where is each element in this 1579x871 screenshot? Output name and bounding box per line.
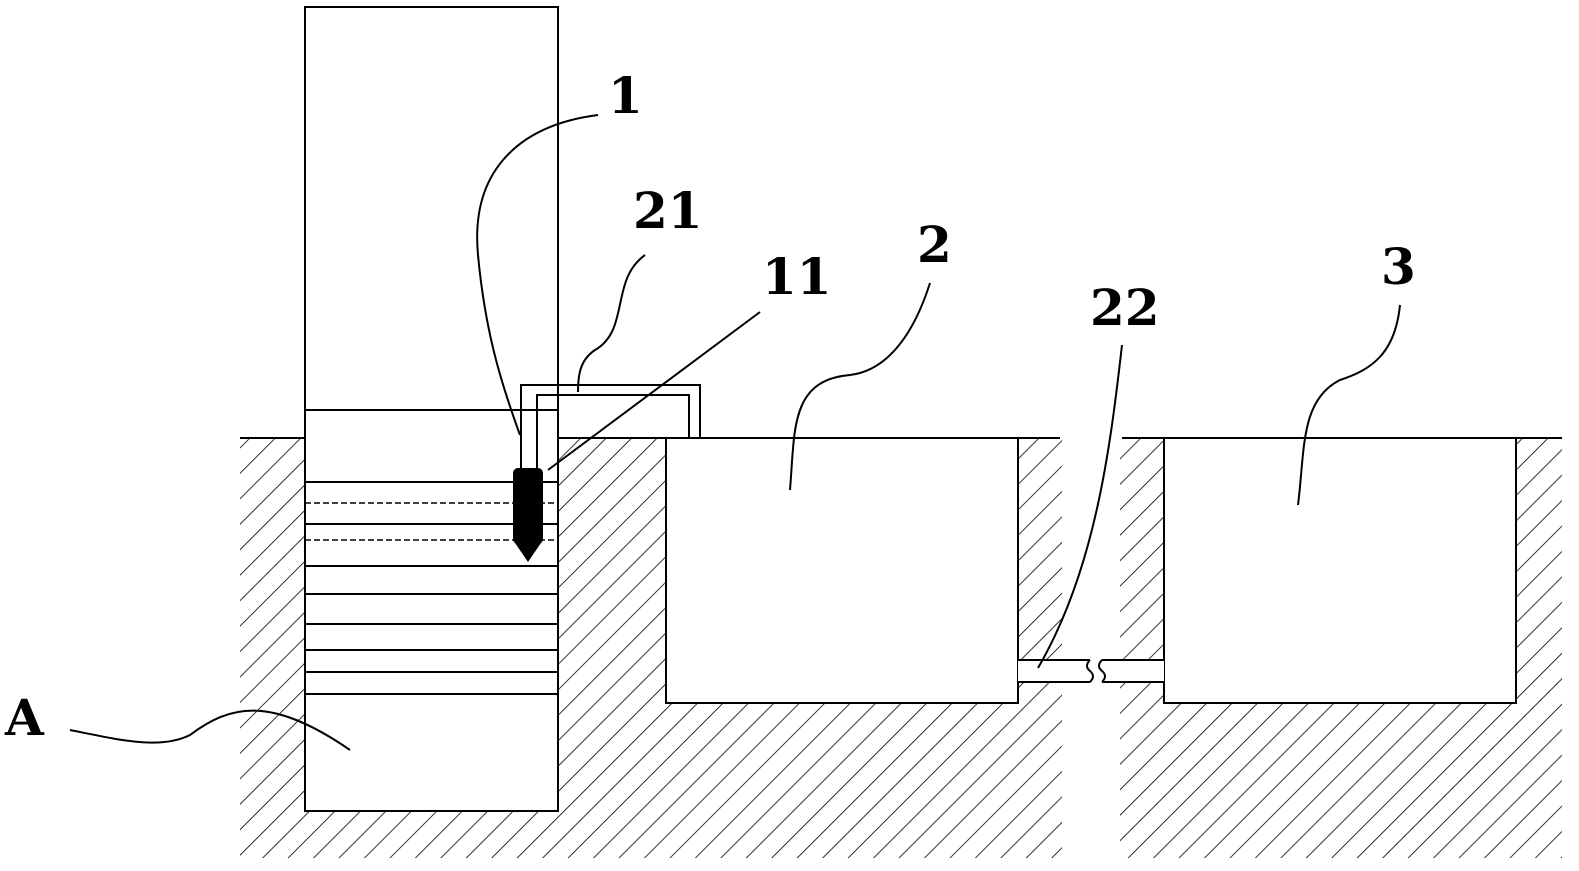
- leader-3: [1297, 304, 1401, 506]
- leader-1: [476, 114, 599, 436]
- pump-11: [513, 468, 543, 562]
- label-21: 21: [633, 181, 703, 240]
- leader-22: [1037, 344, 1123, 669]
- label-22: 22: [1090, 278, 1160, 337]
- pit-3: [1163, 437, 1517, 704]
- leader-lines: [69, 114, 1401, 751]
- pipe-22: [1018, 659, 1164, 683]
- leader-11: [547, 311, 761, 471]
- label-11: 11: [762, 247, 832, 306]
- well-structure: [304, 6, 559, 812]
- leader-2: [789, 282, 931, 491]
- leader-A: [69, 709, 351, 751]
- leader-21: [577, 254, 646, 393]
- label-2: 2: [917, 215, 952, 274]
- label-1: 1: [608, 66, 643, 125]
- pipe-21: [520, 384, 701, 470]
- label-3: 3: [1381, 237, 1416, 296]
- pit-2: [665, 437, 1019, 704]
- label-A: A: [4, 688, 45, 747]
